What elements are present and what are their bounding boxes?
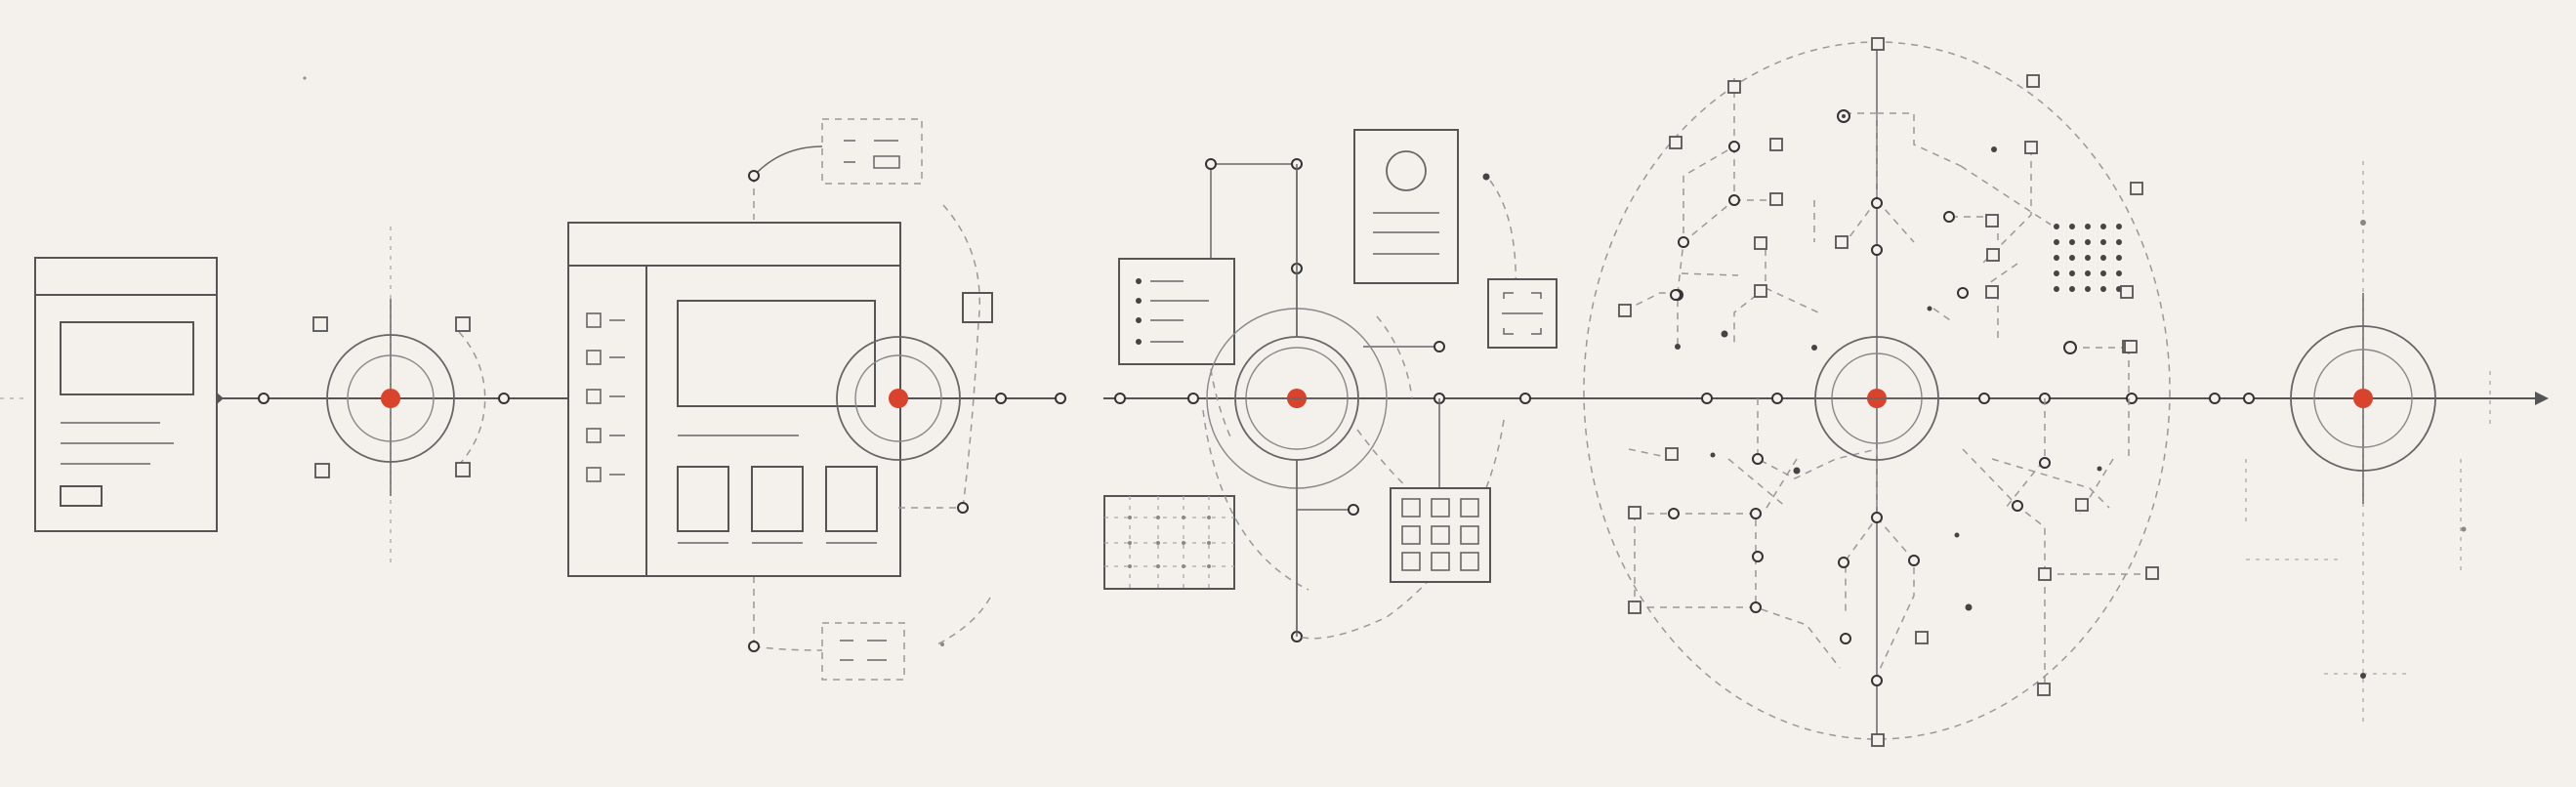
avatar	[1386, 150, 1427, 191]
document-button-placeholder	[60, 485, 103, 507]
network-cluster	[1583, 37, 2171, 747]
doc-output-arrow	[217, 393, 224, 404]
side-square	[962, 292, 993, 323]
focus-node-4	[2245, 161, 2491, 727]
list-card	[1118, 258, 1235, 365]
focus-node-1	[303, 76, 486, 564]
axis-arrowhead	[2535, 392, 2549, 405]
focus-node-2	[836, 336, 961, 461]
document-wireframe	[34, 257, 218, 532]
document-image-placeholder	[60, 321, 194, 395]
hub-4	[2353, 389, 2373, 408]
hub-1	[381, 389, 400, 408]
focus-node-3	[1202, 164, 1413, 637]
hub-2	[889, 389, 908, 408]
bottom-chip	[821, 622, 905, 681]
axis-nodes	[258, 393, 2255, 404]
profile-card	[1353, 129, 1459, 284]
sidebar-items	[586, 312, 625, 482]
components-cluster	[1103, 129, 1558, 642]
top-chip	[821, 118, 923, 185]
network-hub	[1814, 336, 1939, 461]
dashboard-main-panel	[677, 300, 876, 407]
dashboard-wireframe	[567, 118, 993, 681]
dot-matrix	[2054, 224, 2122, 292]
